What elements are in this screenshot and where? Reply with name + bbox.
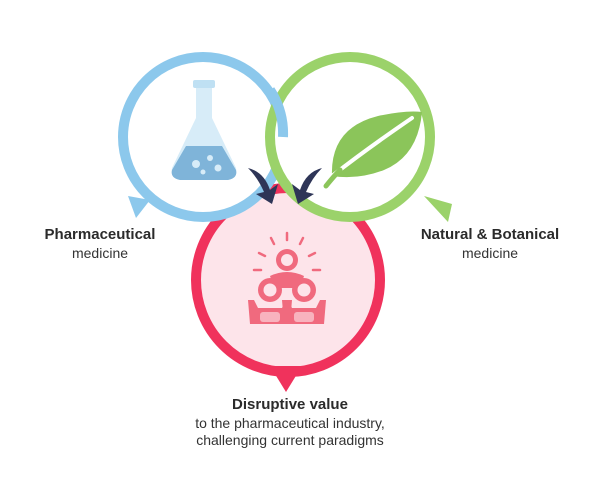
pharma-title: Pharmaceutical xyxy=(44,226,156,243)
natural-subtitle: medicine xyxy=(461,244,519,261)
natural-title: Natural & Botanical xyxy=(420,226,560,243)
leaf-icon xyxy=(323,111,422,189)
disruptive-line-2: challenging current paradigms xyxy=(196,432,384,449)
pharma-circle-overlap xyxy=(265,87,289,138)
pharma-label: Pharmaceutical medicine xyxy=(20,226,180,262)
disruptive-line-1: to the pharmaceutical industry, xyxy=(195,414,385,431)
flask-icon xyxy=(171,80,237,180)
natural-label: Natural & Botanical medicine xyxy=(398,226,582,262)
team-celebration-icon xyxy=(248,231,326,324)
disruptive-label: Disruptive value to the pharmaceutical i… xyxy=(140,396,440,450)
curved-arrow-icon xyxy=(248,168,322,204)
disruptive-title: Disruptive value xyxy=(232,396,348,413)
pharma-subtitle: medicine xyxy=(71,244,129,261)
